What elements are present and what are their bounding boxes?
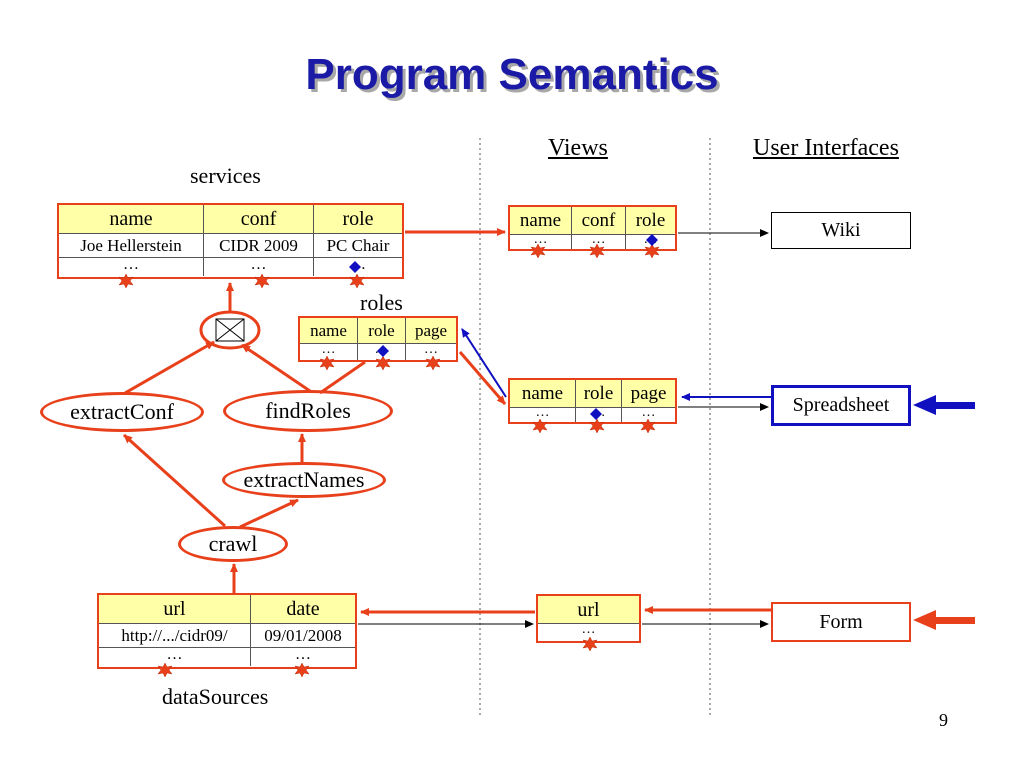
datasources-table: url date http://.../cidr09/ 09/01/2008 ……: [97, 593, 357, 669]
star-marker: [640, 418, 656, 434]
star-marker: [294, 662, 310, 678]
form-box: Form: [771, 602, 911, 642]
view1-col-role: role: [635, 210, 666, 231]
spreadsheet-box: Spreadsheet: [771, 385, 911, 426]
datasources-col-url: url: [99, 595, 251, 623]
view2-ellipsis: …: [510, 408, 576, 422]
page-number: 9: [939, 710, 948, 730]
services-ellipsis: …: [204, 258, 314, 276]
roles-ellipsis: …: [300, 344, 358, 360]
services-label: services: [190, 163, 261, 188]
crawl-node: crawl: [178, 526, 288, 562]
services-cell-role: PC Chair: [326, 236, 390, 255]
star-marker: [582, 636, 598, 652]
star-marker: [157, 662, 173, 678]
star-marker: [254, 273, 270, 289]
services-col-conf: conf: [204, 205, 314, 233]
edge-findroles-join: [241, 343, 311, 393]
edge-crawl-extractnames: [239, 498, 299, 529]
view3-col-url: url: [577, 599, 600, 621]
page-title: Program Semantics: [305, 50, 719, 99]
star-marker: [644, 243, 660, 259]
roles-col-role: role: [358, 318, 406, 343]
star-marker: [532, 418, 548, 434]
blue-marker: [590, 408, 602, 420]
view2-col-role: role: [576, 380, 622, 407]
services-cell-name: Joe Hellerstein: [59, 234, 204, 257]
star-marker: [349, 273, 365, 289]
roles-label: roles: [360, 290, 403, 315]
blue-marker: [646, 234, 658, 246]
star-marker: [589, 418, 605, 434]
services-cell-conf: CIDR 2009: [204, 234, 314, 257]
star-marker: [425, 355, 441, 371]
view1-ellipsis: …: [572, 235, 626, 249]
view3-ellipsis: …: [581, 624, 596, 637]
roles-col-name: name: [300, 318, 358, 343]
services-table: name conf role Joe Hellerstein CIDR 2009…: [57, 203, 404, 279]
edge-crawl-extractconf: [122, 433, 227, 528]
star-marker: [530, 243, 546, 259]
datasources-label: dataSources: [162, 684, 269, 709]
extractnames-node: extractNames: [222, 462, 386, 498]
user-interfaces-header: User Interfaces: [753, 135, 899, 161]
edge-findroles-roles: [319, 360, 366, 395]
form-input-arrow: [913, 610, 975, 630]
blue-marker: [349, 261, 361, 273]
datasources-ellipsis: …: [99, 648, 251, 666]
services-col-role: role: [342, 208, 374, 230]
spreadsheet-input-arrow: [913, 395, 975, 415]
services-ellipsis: …: [59, 258, 204, 276]
views-header: Views: [548, 135, 608, 161]
datasources-cell-url: http://.../cidr09/: [99, 624, 251, 647]
join-operator: [199, 310, 261, 350]
wiki-box: Wiki: [771, 212, 911, 249]
star-marker: [319, 355, 335, 371]
edge-extractconf-join: [124, 340, 215, 395]
view1-ellipsis: …: [510, 235, 572, 249]
view-table-services: name conf role … … …: [508, 205, 677, 251]
edge-view2-roles: [461, 328, 507, 398]
view2-ellipsis: …: [641, 408, 656, 420]
view1-col-conf: conf: [572, 207, 626, 234]
star-marker: [118, 273, 134, 289]
view1-col-name: name: [510, 207, 572, 234]
blue-marker: [377, 345, 389, 357]
edge-roles-view2: [458, 351, 507, 405]
datasources-col-date: date: [286, 598, 320, 620]
view2-col-page: page: [630, 383, 667, 404]
roles-col-page: page: [414, 321, 448, 340]
services-col-name: name: [59, 205, 204, 233]
datasources-cell-date: 09/01/2008: [264, 626, 342, 645]
roles-ellipsis: …: [424, 344, 438, 357]
findroles-node: findRoles: [223, 390, 393, 432]
extractconf-node: extractConf: [40, 392, 204, 432]
datasources-ellipsis: …: [295, 648, 311, 663]
star-marker: [589, 243, 605, 259]
star-marker: [375, 355, 391, 371]
view2-col-name: name: [510, 380, 576, 407]
view-table-roles: name role page … … …: [508, 378, 677, 424]
